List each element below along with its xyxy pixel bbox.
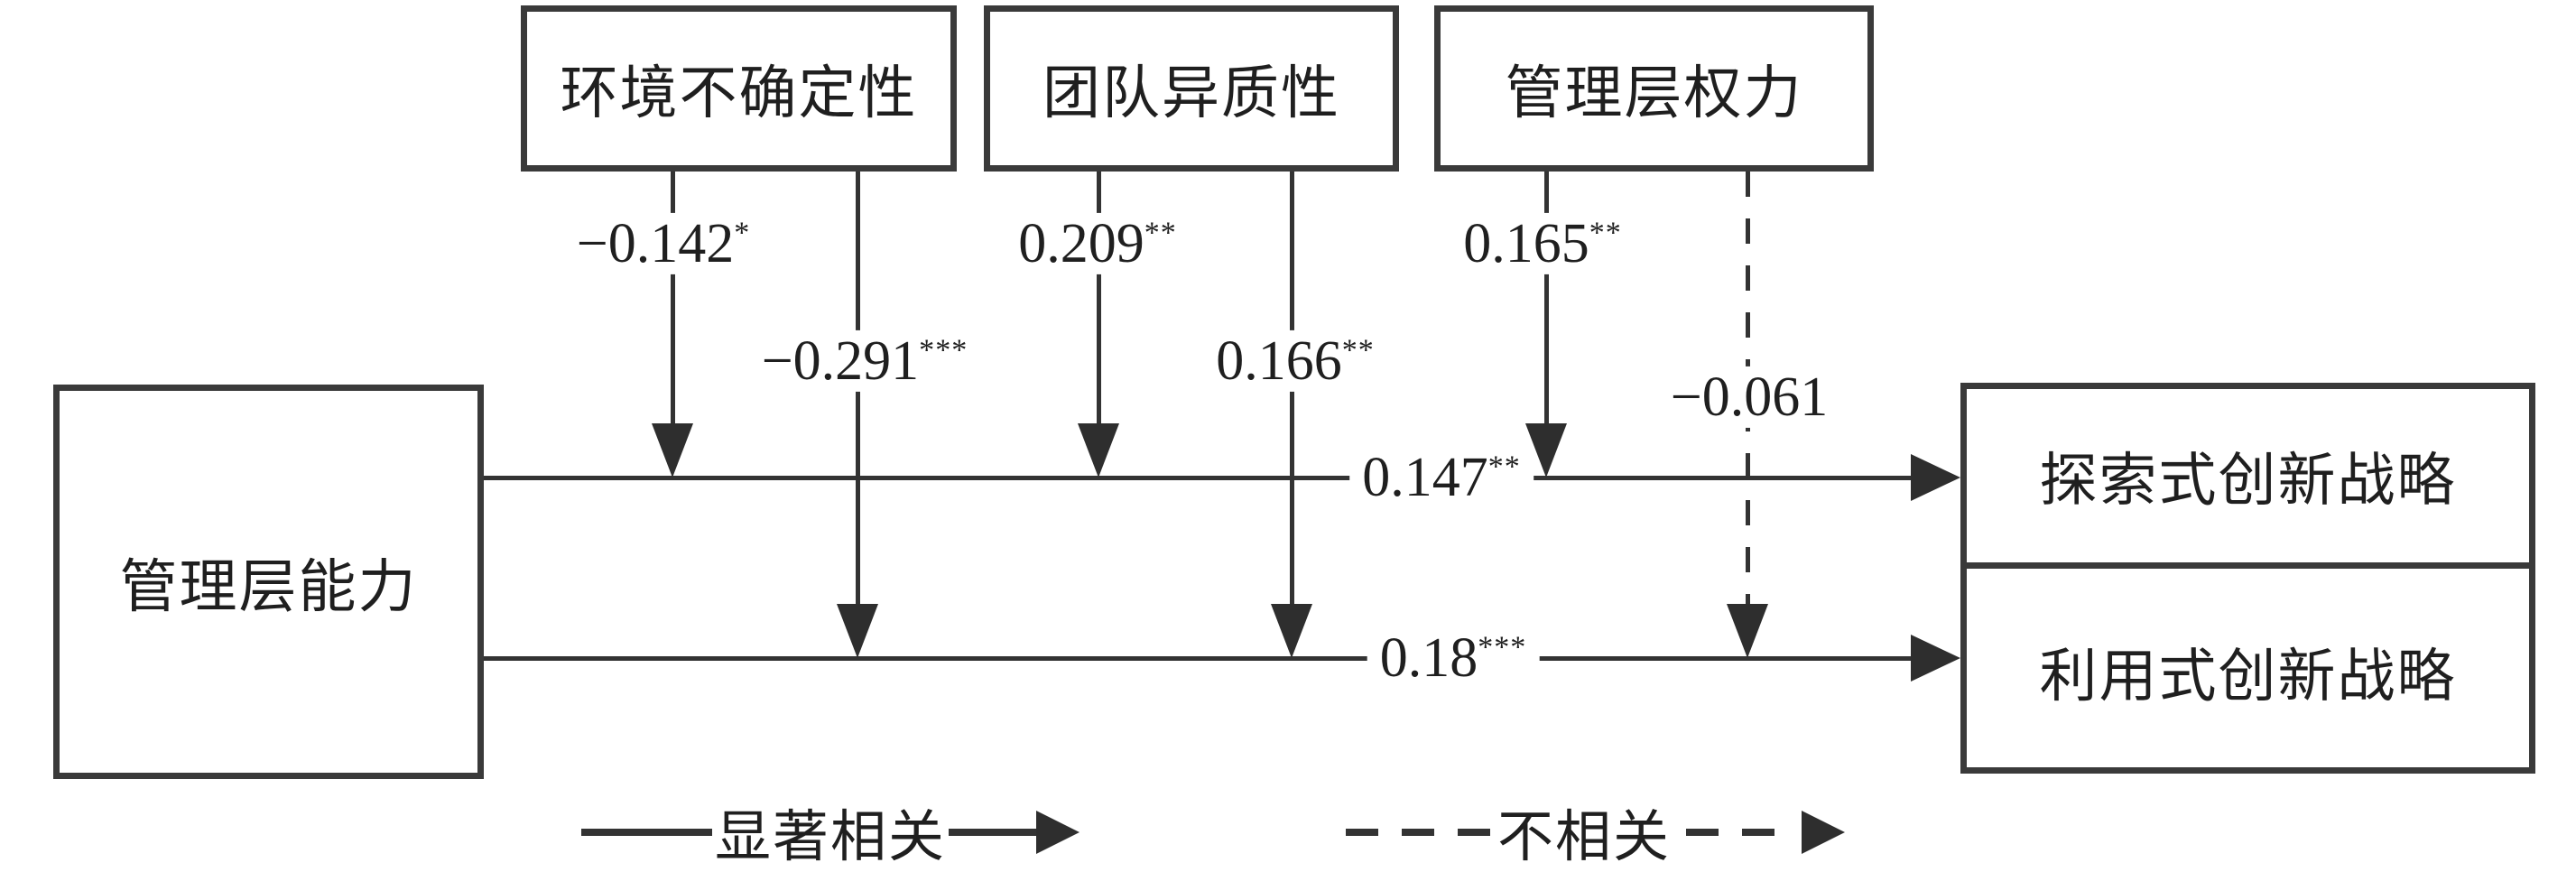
- coef-env-explore: −0.142*: [563, 212, 764, 275]
- coef-main-exploit-stars: ***: [1478, 630, 1527, 664]
- coef-team-exploit: 0.166**: [1203, 329, 1387, 393]
- legend-solid-arrow-line: [949, 829, 1039, 836]
- node-exploitative-strategy-label: 利用式创新战略: [2039, 644, 2457, 709]
- node-environmental-uncertainty-label: 环境不确定性: [560, 61, 918, 125]
- coef-env-explore-stars: *: [734, 216, 751, 250]
- arrowhead-team-exploit-icon: [1271, 604, 1312, 658]
- arrowhead-to-exploitative-icon: [1911, 635, 1960, 682]
- coef-main-exploit: 0.18***: [1367, 626, 1540, 690]
- coef-power-explore-value: 0.165: [1463, 212, 1589, 274]
- arrowhead-power-exploit-icon: [1727, 604, 1768, 658]
- coef-env-exploit: −0.291***: [748, 329, 981, 393]
- coef-team-exploit-value: 0.166: [1216, 329, 1342, 392]
- coef-power-explore-stars: **: [1589, 216, 1622, 250]
- node-exploitative-strategy: 利用式创新战略: [1960, 569, 2535, 774]
- node-exploratory-strategy: 探索式创新战略: [1960, 383, 2535, 569]
- path-line-to-exploitative: [484, 656, 1913, 661]
- coef-team-explore-value: 0.209: [1018, 212, 1144, 274]
- node-environmental-uncertainty: 环境不确定性: [521, 5, 957, 172]
- moderator-line-power-explore: [1544, 172, 1549, 423]
- node-management-capability: 管理层能力: [53, 385, 484, 779]
- node-strategy-group-frame: [1960, 383, 2535, 774]
- arrowhead-team-explore-icon: [1078, 423, 1119, 478]
- moderator-line-team-explore: [1097, 172, 1101, 423]
- node-team-heterogeneity-label: 团队异质性: [1042, 61, 1340, 125]
- legend-dashed-arrowhead-icon: [1802, 811, 1845, 854]
- coef-team-explore: 0.209**: [1005, 212, 1190, 275]
- coef-main-explore: 0.147**: [1349, 446, 1534, 509]
- arrowhead-env-explore-icon: [652, 423, 693, 478]
- coef-env-exploit-stars: ***: [919, 333, 968, 367]
- legend-not-significant-label: 不相关: [1496, 807, 1672, 868]
- coef-env-explore-value: −0.142: [576, 212, 735, 274]
- coef-power-exploit-value: −0.061: [1670, 366, 1829, 428]
- node-management-capability-label: 管理层能力: [119, 554, 418, 619]
- legend-dashed-arrow-line: [1686, 829, 1796, 836]
- coef-team-explore-stars: **: [1144, 216, 1177, 250]
- arrowhead-to-exploratory-icon: [1911, 454, 1960, 501]
- legend-dashed-line: [1346, 829, 1490, 836]
- legend-solid-arrowhead-icon: [1036, 811, 1080, 854]
- legend-solid-line: [581, 829, 712, 836]
- coef-team-exploit-stars: **: [1341, 333, 1375, 367]
- node-management-power-label: 管理层权力: [1505, 61, 1803, 125]
- coef-power-explore: 0.165**: [1450, 212, 1635, 275]
- legend-significant-label: 显著相关: [714, 807, 947, 868]
- node-management-power: 管理层权力: [1434, 5, 1874, 172]
- moderator-line-env-explore: [671, 172, 675, 423]
- coef-power-exploit: −0.061: [1657, 366, 1841, 429]
- node-exploratory-strategy-label: 探索式创新战略: [2039, 449, 2457, 513]
- coef-env-exploit-value: −0.291: [761, 329, 920, 392]
- coef-main-explore-stars: **: [1487, 450, 1521, 484]
- node-team-heterogeneity: 团队异质性: [984, 5, 1399, 172]
- path-line-to-exploratory: [484, 476, 1913, 480]
- coef-main-exploit-value: 0.18: [1379, 626, 1478, 689]
- coef-main-explore-value: 0.147: [1362, 446, 1488, 508]
- strategy-group-divider: [1960, 562, 2535, 569]
- arrowhead-env-exploit-icon: [837, 604, 878, 658]
